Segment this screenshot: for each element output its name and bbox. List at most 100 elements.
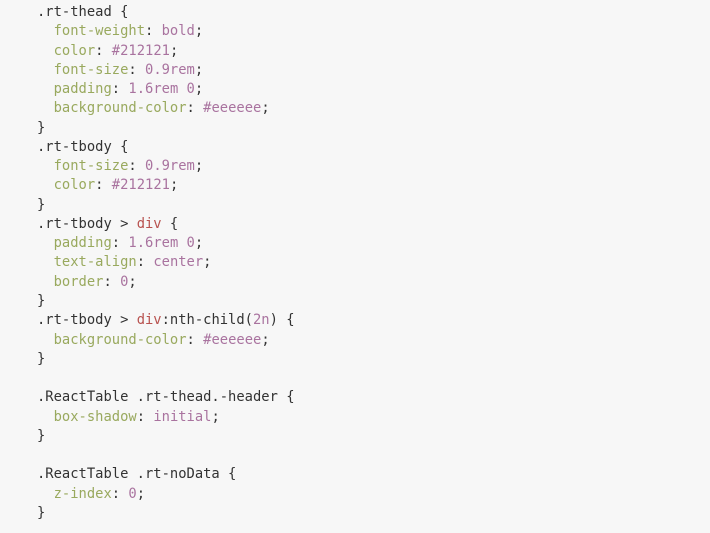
code-line: .rt-tbody > div { (37, 215, 295, 234)
code-token-prop: font-size (53, 158, 129, 175)
code-token-tag: div (136, 312, 162, 329)
code-token-plain: } (37, 350, 46, 367)
code-token-plain (37, 254, 54, 270)
code-token-plain: ; (194, 158, 204, 175)
code-token-val: 0 (120, 273, 129, 290)
code-token-plain: .ReactTable .rt-noData { (37, 466, 237, 483)
code-token-plain: .rt-tbody > (37, 312, 137, 329)
code-token-val: #212121 (111, 177, 170, 194)
code-token-prop: box-shadow (53, 408, 137, 425)
code-line: } (37, 119, 295, 138)
code-token-prop: font-size (53, 61, 129, 78)
code-token-plain: : (145, 23, 162, 40)
code-token-plain: : (136, 254, 154, 271)
code-line: } (37, 427, 295, 446)
code-token-prop: z-index (53, 485, 112, 502)
code-token-plain: } (37, 196, 46, 213)
code-token-val: 1.6rem 0 (128, 81, 195, 98)
code-token-prop: background-color (53, 100, 187, 117)
code-token-val: #eeeeee (203, 331, 262, 348)
code-token-plain: :nth-child( (161, 312, 253, 329)
code-token-plain: .ReactTable .rt-thead.-header { (37, 389, 295, 406)
code-line: .ReactTable .rt-noData { (37, 465, 295, 484)
code-token-tag: div (136, 215, 162, 232)
code-token-plain: : (128, 61, 146, 78)
code-token-plain (37, 81, 54, 97)
code-token-plain: ; (261, 100, 270, 117)
code-token-plain: : (103, 273, 121, 290)
code-token-plain: ; (169, 42, 179, 59)
code-token-prop: padding (53, 81, 112, 98)
code-token-plain: : (95, 42, 112, 59)
code-token-prop: border (53, 273, 104, 290)
code-token-val: center (153, 254, 204, 271)
code-token-plain: : (186, 100, 204, 117)
code-line: } (37, 292, 295, 311)
code-line: background-color: #eeeeee; (37, 99, 295, 118)
code-line: background-color: #eeeeee; (37, 331, 295, 350)
code-token-val: 0 (128, 485, 137, 502)
code-token-prop: font-weight (53, 23, 145, 40)
code-line: .ReactTable .rt-thead.-header { (37, 388, 295, 407)
code-line: z-index: 0; (37, 485, 295, 504)
code-token-plain (37, 332, 54, 348)
code-line: border: 0; (37, 273, 295, 292)
code-line: .rt-thead { (37, 3, 295, 22)
code-token-val: initial (153, 408, 212, 425)
code-token-val: 1.6rem 0 (128, 235, 195, 252)
code-token-plain: : (111, 235, 129, 252)
code-line (37, 446, 295, 465)
code-line: box-shadow: initial; (37, 408, 295, 427)
code-line: text-align: center; (37, 253, 295, 272)
code-token-plain: .rt-thead { (37, 4, 129, 20)
code-line: .rt-tbody > div:nth-child(2n) { (37, 311, 295, 330)
code-token-plain: ; (211, 408, 220, 425)
code-token-plain: ; (128, 273, 137, 290)
code-token-plain: } (37, 504, 46, 521)
code-token-plain: ; (136, 485, 146, 502)
code-token-val: 2n (252, 312, 270, 329)
code-token-plain: : (136, 408, 154, 425)
code-token-prop: color (53, 42, 96, 59)
code-token-plain: { (161, 215, 179, 232)
code-token-plain: : (95, 177, 112, 194)
code-token-plain (37, 43, 54, 59)
code-line: } (37, 196, 295, 215)
code-line (37, 369, 295, 388)
code-token-plain: .rt-tbody > (37, 215, 137, 232)
code-token-val: bold (161, 23, 195, 40)
code-token-val: #eeeeee (203, 100, 262, 117)
code-token-plain: ; (261, 331, 270, 348)
code-token-plain: .rt-tbody { (37, 138, 129, 155)
code-token-plain (37, 177, 54, 193)
code-token-val: #212121 (111, 42, 170, 59)
code-token-plain: } (37, 292, 46, 309)
code-token-prop: text-align (53, 254, 137, 271)
code-block: .rt-thead { font-weight: bold; color: #2… (37, 3, 295, 523)
code-line: color: #212121; (37, 176, 295, 195)
code-token-prop: padding (53, 235, 112, 252)
code-token-plain: ; (169, 177, 179, 194)
code-token-plain: : (128, 158, 146, 175)
code-token-plain: : (186, 331, 204, 348)
code-token-val: 0.9rem (145, 61, 195, 78)
code-token-plain: ; (203, 254, 212, 271)
code-token-plain (37, 235, 54, 251)
code-token-plain: } (37, 427, 46, 444)
code-token-prop: background-color (53, 331, 187, 348)
code-token-plain (37, 486, 54, 502)
code-token-plain: ; (194, 23, 204, 40)
code-token-plain: ; (194, 235, 204, 252)
code-line: padding: 1.6rem 0; (37, 80, 295, 99)
code-line: .rt-tbody { (37, 138, 295, 157)
code-token-plain: } (37, 119, 46, 136)
code-token-plain (37, 62, 54, 78)
code-token-prop: color (53, 177, 96, 194)
code-token-plain (37, 100, 54, 116)
code-token-plain: ) { (269, 312, 295, 329)
code-token-val: 0.9rem (145, 158, 195, 175)
code-token-plain (37, 23, 54, 39)
code-token-plain: ; (194, 81, 204, 98)
code-line: } (37, 504, 295, 523)
code-line: } (37, 350, 295, 369)
